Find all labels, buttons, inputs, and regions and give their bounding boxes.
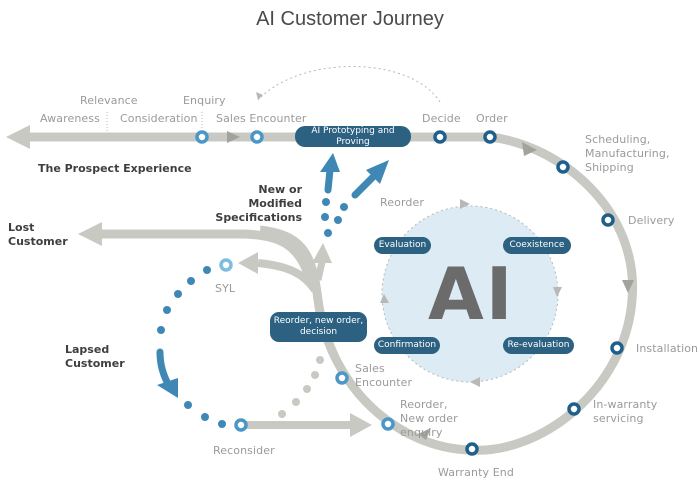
syl-arrowhead (238, 252, 258, 274)
enquiry-node (195, 130, 209, 144)
syl-path (257, 259, 319, 293)
stage-scheduling: Scheduling, Manufacturing, Shipping (585, 133, 670, 174)
loop-arrow-3 (418, 428, 431, 440)
reorder-label: Reorder (380, 196, 424, 209)
pill-confirmation: Confirmation (374, 337, 440, 354)
reorder-dots (278, 356, 324, 418)
upward-arrowhead (312, 243, 332, 263)
upward-path (314, 261, 326, 281)
stage-decide: Decide (422, 112, 461, 125)
order-node (483, 130, 497, 144)
stage-relevance: Relevance (80, 94, 138, 107)
decide-node (433, 130, 447, 144)
in-warranty-node (567, 402, 581, 416)
core-arrow-bottom (470, 377, 480, 387)
stage-delivery: Delivery (628, 214, 675, 227)
syl-node (219, 258, 233, 272)
sales-encounter-node (250, 130, 264, 144)
reconsider-label: Reconsider (213, 444, 275, 457)
diagram-title: AI Customer Journey (256, 8, 444, 30)
stage-awareness: Awareness (40, 112, 100, 125)
stage-enquiry: Enquiry (183, 94, 226, 107)
feedback-dashed-arc (257, 66, 441, 103)
pill-reorder-decision: Reorder, new order, decision (270, 312, 367, 342)
reorder-diag-arrow (351, 171, 379, 199)
delivery-node (601, 213, 615, 227)
loop-arrow-2 (622, 280, 634, 293)
pill-prototyping: AI Prototyping and Proving (295, 126, 411, 147)
stage-installation: Installation (636, 342, 699, 355)
prototyping-up-arrowhead (320, 153, 340, 172)
stage-in-warranty: In-warranty servicing (593, 398, 658, 425)
new-specs-label: New or Modified Specifications (215, 183, 302, 224)
scheduling-node (556, 160, 570, 174)
specs-dots (321, 198, 348, 237)
reorder-diag-arrowhead (366, 160, 389, 184)
lapsed-dots (157, 266, 226, 428)
sales-encounter-2-node (335, 371, 349, 385)
prospect-heading: The Prospect Experience (38, 162, 192, 175)
stage-consideration: Consideration (120, 112, 198, 125)
stage-reorder-enquiry: Reorder, New order enquiry (400, 398, 458, 439)
track-direction-arrow (227, 131, 240, 143)
syl-label: SYL (215, 282, 236, 295)
warranty-end-node (465, 442, 479, 456)
dashed-arc-arrowhead (256, 92, 263, 100)
pill-evaluation: Evaluation (374, 237, 431, 254)
reconsider-arrowhead (350, 413, 372, 437)
journey-loop (259, 132, 638, 455)
core-arrow-top (460, 199, 470, 209)
pill-coexistence: Coexistence (503, 237, 571, 254)
reorder-enquiry-node (381, 417, 395, 431)
loop-arrow-1 (522, 142, 537, 156)
left-arrowhead (6, 125, 30, 149)
core-arrow-left (380, 294, 389, 303)
ai-core-label: AI (428, 252, 515, 336)
installation-node (610, 341, 624, 355)
lapsed-arrowhead (157, 378, 178, 398)
lost-customer-arrowhead (78, 222, 102, 246)
stage-order: Order (476, 112, 508, 125)
pill-reevaluation: Re-evaluation (503, 337, 574, 354)
lost-customer-label: Lost Customer (8, 221, 68, 248)
stage-warranty-end: Warranty End (438, 466, 514, 479)
stage-sales-encounter: Sales Encounter (216, 112, 307, 125)
reconsider-node (234, 418, 248, 432)
core-arrow-right (553, 287, 562, 297)
lost-customer-path (100, 229, 315, 282)
prototyping-up-arrow (324, 166, 334, 194)
lapsed-customer-label: Lapsed Customer (65, 343, 125, 370)
stage-sales-encounter-2: Sales Encounter (355, 362, 413, 389)
